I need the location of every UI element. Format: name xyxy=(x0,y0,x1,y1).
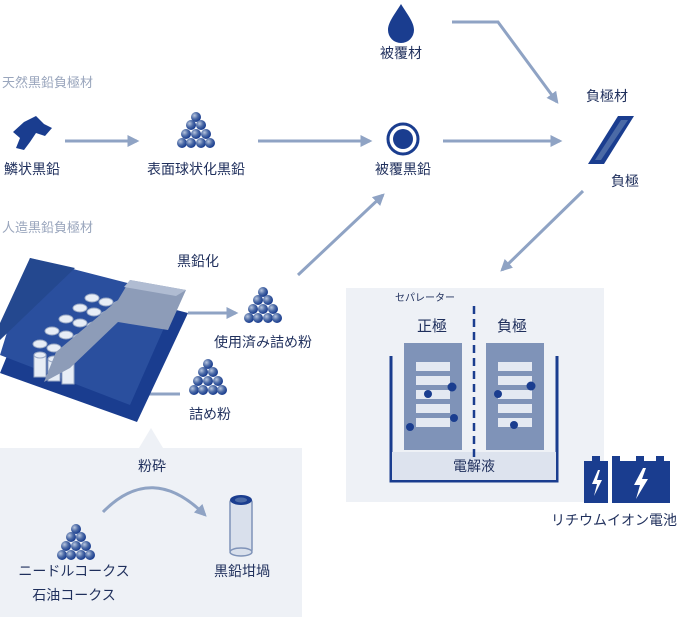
natural-graphite-section-title: 天然黒鉛負極材 xyxy=(2,76,94,91)
arrow-graphite-to-coated xyxy=(296,193,385,277)
flake-graphite-icon xyxy=(13,116,52,150)
drop-icon xyxy=(388,4,414,43)
anode-label: 負極 xyxy=(611,174,639,190)
coated-graphite-label: 被覆黒鉛 xyxy=(375,162,431,178)
needle-coke-label: ニードルコークス xyxy=(18,564,130,580)
crushing-label: 粉砕 xyxy=(138,459,166,475)
petroleum-coke-label: 石油コークス xyxy=(32,588,116,604)
graphite-crucible-label: 黒鉛坩堝 xyxy=(214,564,270,580)
arrow-crushing xyxy=(101,486,207,517)
battery-anode-label: 負極 xyxy=(496,317,528,335)
separator-label: セパレーター xyxy=(395,293,455,304)
used-powder-label: 使用済み詰め粉 xyxy=(214,335,312,351)
cathode-label: 正極 xyxy=(416,317,448,335)
lithium-ion-battery-label: リチウムイオン電池 xyxy=(551,513,677,529)
artificial-graphite-section-title: 人造黒鉛負極材 xyxy=(2,221,94,236)
battery-cell-icon xyxy=(389,306,559,483)
coating-label: 被覆材 xyxy=(380,46,422,62)
coke-panel-pointer xyxy=(139,428,163,448)
graphite-crucible-icon xyxy=(229,495,253,557)
graphitization-furnace-icon xyxy=(0,258,188,422)
graphitization-label: 黒鉛化 xyxy=(177,254,219,270)
lithium-ions xyxy=(406,381,536,431)
flake-graphite-label: 鱗状黒鉛 xyxy=(4,162,60,178)
spherical-graphite-label: 表面球状化黒鉛 xyxy=(147,162,245,178)
arrow-anode-to-battery xyxy=(500,189,585,272)
anode-material-label: 負極材 xyxy=(586,89,628,105)
arrow-coating-to-anode xyxy=(452,20,559,104)
spherical-graphite-icon xyxy=(177,112,215,148)
packing-powder-icon xyxy=(189,359,227,395)
battery-pack-icon xyxy=(584,456,670,503)
electrolyte-label: 電解液 xyxy=(453,459,495,475)
used-powder-icon xyxy=(244,287,282,323)
packing-powder-label: 詰め粉 xyxy=(189,407,231,423)
flow-arrows xyxy=(65,20,585,517)
